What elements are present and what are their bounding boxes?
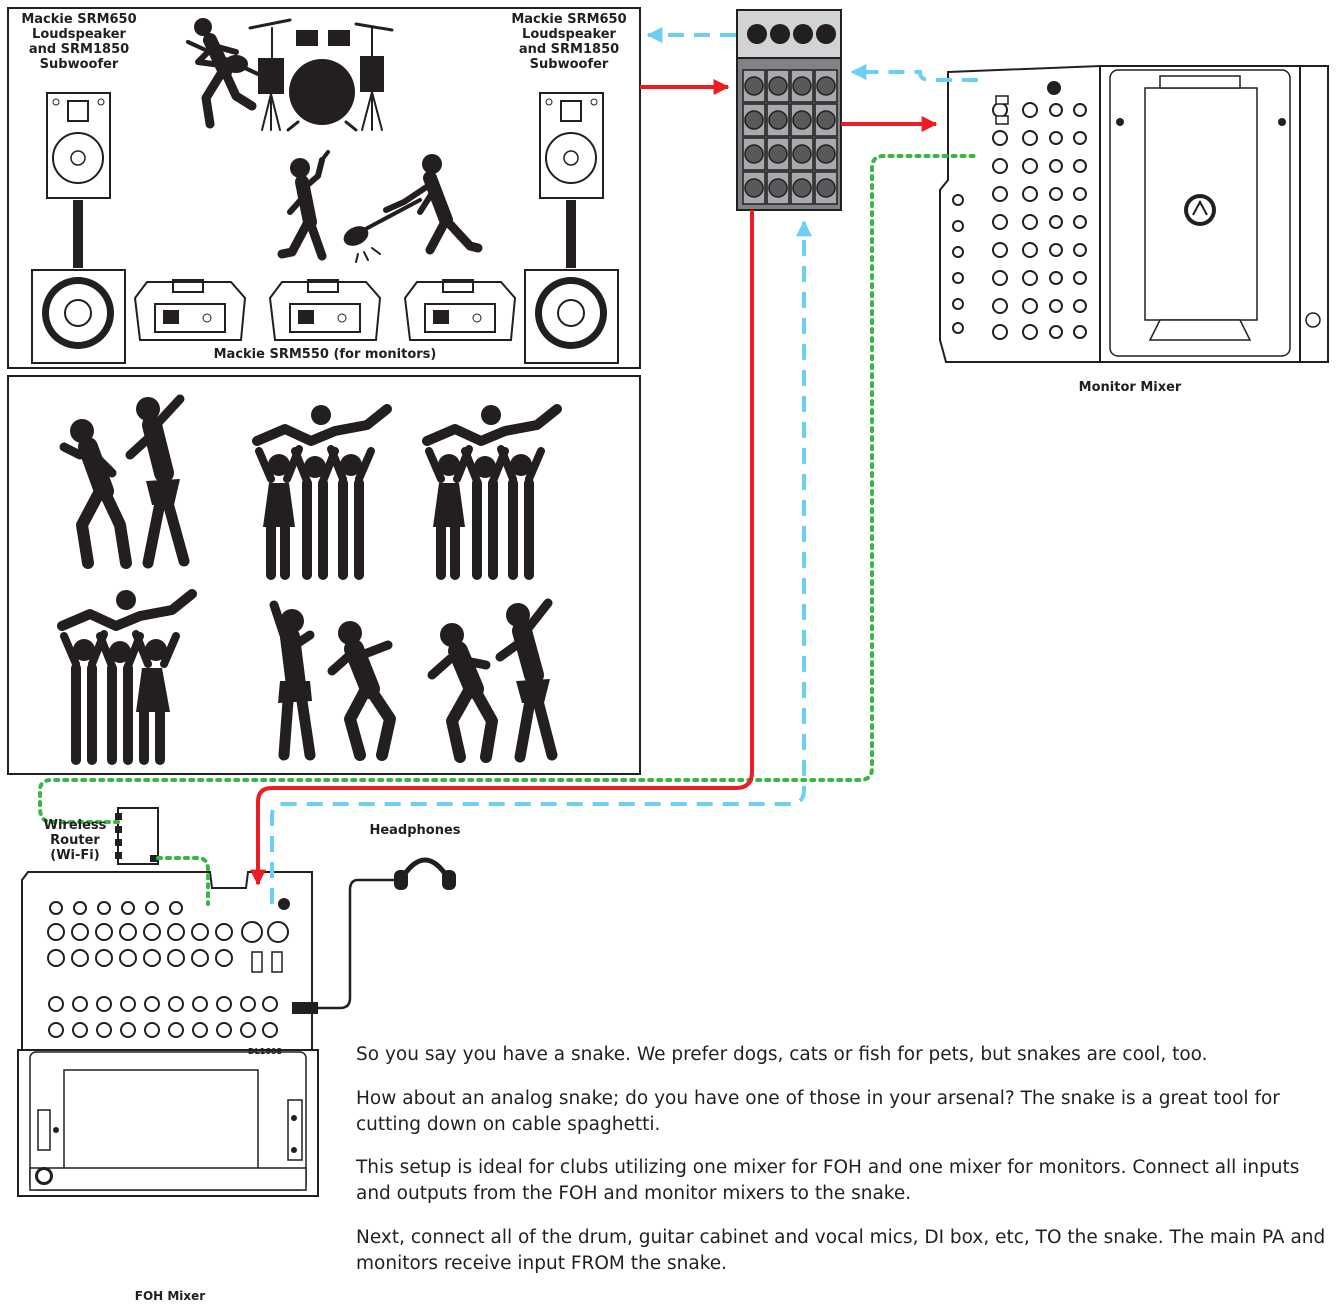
loudspeaker-left [46, 92, 111, 268]
stage-monitor-3 [403, 279, 517, 341]
cable-foh-to-snake [270, 220, 812, 904]
cable-monitor-to-snake [850, 64, 978, 82]
analog-snake [736, 9, 842, 211]
wireless-router-device [115, 807, 159, 865]
monitor-mixer-device [939, 64, 1329, 363]
monitor-mixer-label: Monitor Mixer [1078, 380, 1182, 395]
wifi-link-foh [156, 856, 210, 906]
setup-paragraph: This setup is ideal for clubs utilizing … [356, 1157, 1300, 1204]
drum-kit-icon [248, 18, 394, 132]
loudspeaker-right [539, 92, 604, 268]
subwoofer-right [524, 269, 619, 364]
cable-snake-to-foh [250, 210, 754, 886]
dancer-icon [427, 598, 558, 763]
crowd-surfer-icon [252, 404, 392, 580]
headphones-icon [292, 857, 456, 1014]
bassist-icon [343, 154, 483, 263]
foh-mixer-device [17, 871, 319, 1197]
intro-paragraph: So you say you have a snake. We prefer d… [356, 1044, 1208, 1065]
foh-mixer-label: FOH Mixer [134, 1289, 206, 1303]
speaker-left-label: Mackie SRM650 Loudspeaker and SRM1850 Su… [21, 12, 137, 72]
router-label: Wireless Router (Wi-Fi) [43, 818, 107, 863]
monitors-label: Mackie SRM550 (for monitors) [213, 347, 437, 362]
guitarist-icon [186, 18, 260, 129]
speaker-right-label: Mackie SRM650 Loudspeaker and SRM1850 Su… [511, 12, 627, 72]
wifi-link-monitor [38, 154, 980, 824]
crowd-icons [57, 394, 562, 765]
headphones-label: Headphones [369, 823, 461, 838]
snake-xlr-grid [742, 69, 838, 205]
snake-paragraph: How about an analog snake; do you have o… [356, 1088, 1280, 1135]
connect-paragraph: Next, connect all of the drum, guitar ca… [356, 1227, 1326, 1274]
stage-monitor-1 [133, 279, 247, 341]
crowd-surfer-icon [57, 589, 197, 765]
foh-model-label: DL1608 [247, 1047, 282, 1056]
dancer-icon [269, 600, 396, 761]
singer-icon [277, 150, 330, 261]
dancer-icon [59, 394, 190, 569]
stage-monitor-2 [268, 279, 382, 341]
subwoofer-left [31, 269, 126, 364]
crowd-surfer-icon [422, 404, 562, 580]
